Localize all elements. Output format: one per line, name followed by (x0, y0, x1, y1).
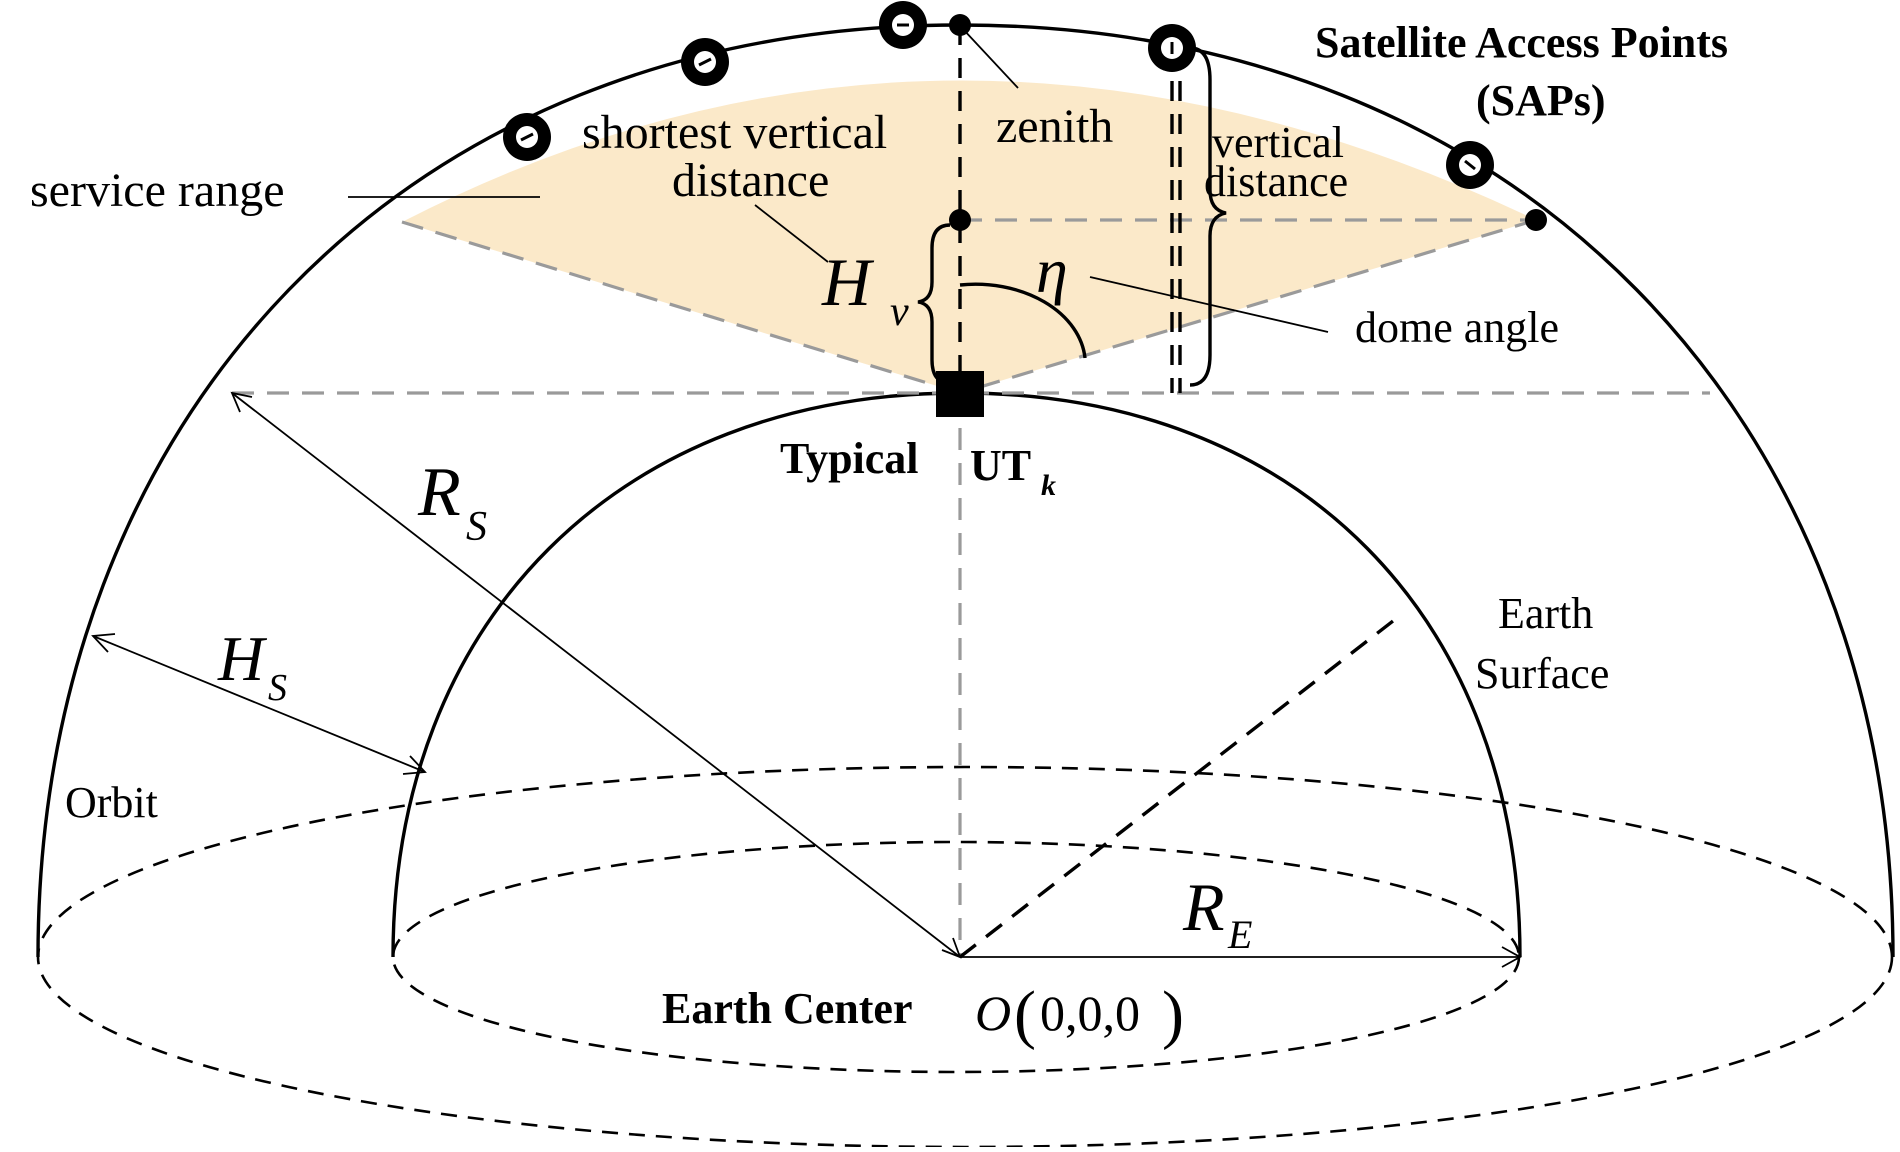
sap-marker (681, 38, 729, 86)
earth-center-label: Earth Center (662, 984, 913, 1033)
vertical-distance-label-line2: distance (1204, 157, 1348, 206)
origin-coords: 0,0,0 (1040, 985, 1140, 1041)
service-range-label: service range (30, 164, 285, 217)
shortest-distance-leader (754, 204, 829, 263)
earth-radius-dashed (958, 612, 1404, 959)
saps-label-line2: (SAPs) (1476, 76, 1606, 125)
earth-surface-label-line2: Surface (1475, 649, 1609, 698)
sap-marker (879, 1, 927, 49)
shortest-distance-label-line1: shortest vertical (582, 106, 887, 159)
sap-marker (503, 113, 551, 161)
earth-surface-label-line1: Earth (1498, 589, 1593, 638)
typical-label: Typical (780, 434, 919, 483)
hs-subscript: S (268, 667, 287, 709)
dome-angle-arc (959, 282, 1087, 359)
saps-label-line1: Satellite Access Points (1315, 18, 1728, 67)
service-range-region (402, 80, 1536, 393)
orbit-radius-arrowhead (230, 391, 253, 413)
sap-marker (1148, 24, 1196, 72)
zenith-leader (961, 27, 1019, 89)
orbit-height-arrowhead-inner (402, 755, 427, 775)
origin-paren-close: ) (1162, 978, 1184, 1051)
center-arrowhead (941, 937, 962, 959)
ut-subscript: k (1041, 469, 1056, 502)
hv-subscript: v (890, 289, 909, 335)
hv-symbol: H (821, 244, 875, 320)
eta-symbol: η (1036, 235, 1068, 306)
shortest-distance-dot (949, 209, 971, 231)
service-range-left-boundary (401, 220, 961, 395)
dome-angle-label: dome angle (1355, 303, 1559, 352)
vertical-distance-label-line1: vertical (1212, 118, 1344, 167)
typical-ut-marker (936, 371, 984, 417)
vertical-distance-brace (1189, 46, 1227, 387)
rs-symbol: R (417, 454, 461, 531)
orbit-radius-line (231, 392, 961, 958)
sap-marker (1446, 141, 1494, 189)
origin-paren-open: ( (1014, 978, 1036, 1051)
shortest-distance-brace (917, 223, 951, 385)
origin-o: O (975, 985, 1011, 1041)
re-symbol: R (1182, 869, 1225, 945)
service-range-right-boundary (959, 218, 1537, 395)
earth-dome (391, 391, 1522, 958)
earth-radius-arrowhead (1501, 946, 1522, 968)
orbit-label: Orbit (65, 778, 158, 827)
service-edge-dot (1525, 209, 1547, 231)
orbit-height-arrowhead-outer (91, 633, 116, 653)
orbit-height-line (92, 635, 426, 773)
hs-symbol: H (217, 623, 268, 694)
ut-label: UT (970, 441, 1031, 490)
zenith-dot (949, 14, 971, 36)
shortest-distance-label-line2: distance (672, 154, 829, 207)
re-subscript: E (1227, 912, 1252, 957)
rs-subscript: S (466, 504, 487, 550)
zenith-label: zenith (996, 100, 1113, 153)
